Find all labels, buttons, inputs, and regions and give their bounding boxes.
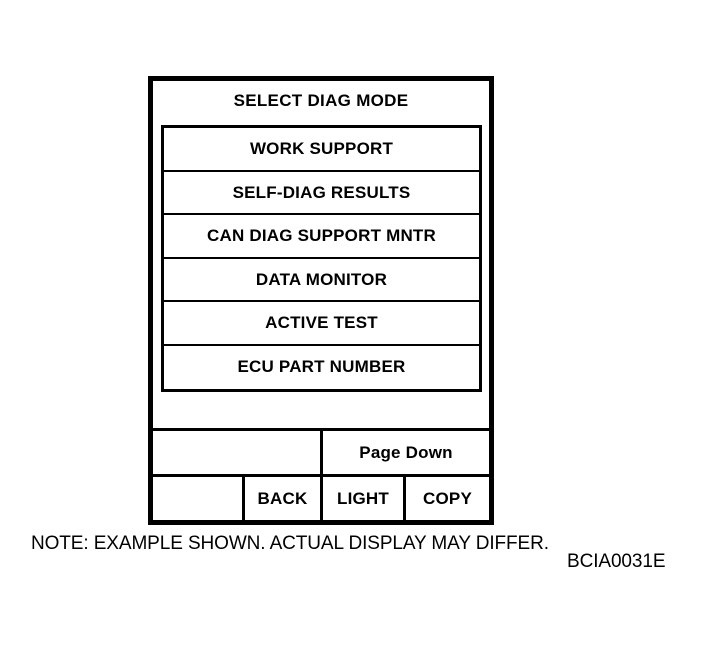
- menu-item-data-monitor[interactable]: DATA MONITOR: [164, 258, 479, 302]
- softkey-bar: Page Down BACK LIGHT COPY: [153, 428, 489, 520]
- softkey-row-upper: Page Down: [153, 428, 489, 474]
- figure-code: BCIA0031E: [567, 551, 666, 572]
- softkey-blank-upper-left: [153, 431, 323, 474]
- softkey-light[interactable]: LIGHT: [323, 477, 406, 520]
- menu-item-self-diag-results[interactable]: SELF-DIAG RESULTS: [164, 171, 479, 215]
- screen-title: SELECT DIAG MODE: [233, 91, 409, 110]
- menu-item-ecu-part-number[interactable]: ECU PART NUMBER: [164, 345, 479, 389]
- softkey-row-lower: BACK LIGHT COPY: [153, 474, 489, 520]
- diagnostic-tool-screen-frame: SELECT DIAG MODE WORK SUPPORT SELF-DIAG …: [148, 76, 494, 525]
- softkey-back[interactable]: BACK: [245, 477, 323, 520]
- menu-item-can-diag-support-mntr[interactable]: CAN DIAG SUPPORT MNTR: [164, 215, 479, 259]
- softkey-blank-lower-left: [153, 477, 245, 520]
- softkey-copy[interactable]: COPY: [406, 477, 489, 520]
- diag-mode-menu-list: WORK SUPPORT SELF-DIAG RESULTS CAN DIAG …: [161, 125, 482, 392]
- figure-note: NOTE: EXAMPLE SHOWN. ACTUAL DISPLAY MAY …: [31, 533, 549, 554]
- softkey-page-down[interactable]: Page Down: [323, 431, 489, 474]
- menu-item-work-support[interactable]: WORK SUPPORT: [164, 128, 479, 172]
- menu-item-active-test[interactable]: ACTIVE TEST: [164, 302, 479, 346]
